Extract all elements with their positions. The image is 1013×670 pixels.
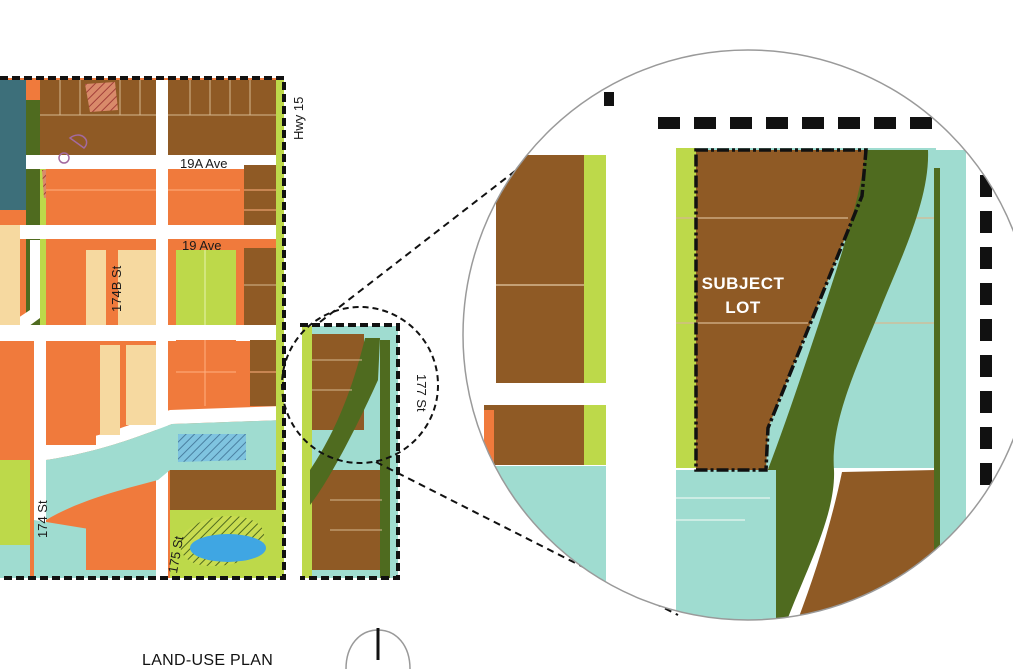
zoom-circle-large	[462, 49, 1013, 621]
subject-lot-label-line1: SUBJECT	[701, 274, 785, 293]
zoomed-detail	[463, 50, 1013, 620]
subject-area-small	[300, 323, 400, 580]
label-174-st: 174 St	[35, 500, 50, 538]
subject-lot-label: SUBJECT LOT	[672, 272, 814, 320]
map-title: LAND-USE PLAN	[142, 652, 274, 669]
label-174b-st: 174B St	[109, 265, 124, 312]
subject-lot-boundary	[694, 148, 868, 472]
zoom-circle-small	[281, 306, 439, 464]
label-177-st: 177 St	[414, 374, 429, 412]
north-arrow-icon	[345, 628, 411, 669]
label-19-ave: 19 Ave	[182, 238, 222, 253]
subject-lot-label-line2: LOT	[725, 298, 761, 317]
overview-map	[0, 76, 296, 580]
label-hwy15: Hwy 15	[291, 96, 306, 140]
label-19a-ave: 19A Ave	[180, 156, 228, 171]
